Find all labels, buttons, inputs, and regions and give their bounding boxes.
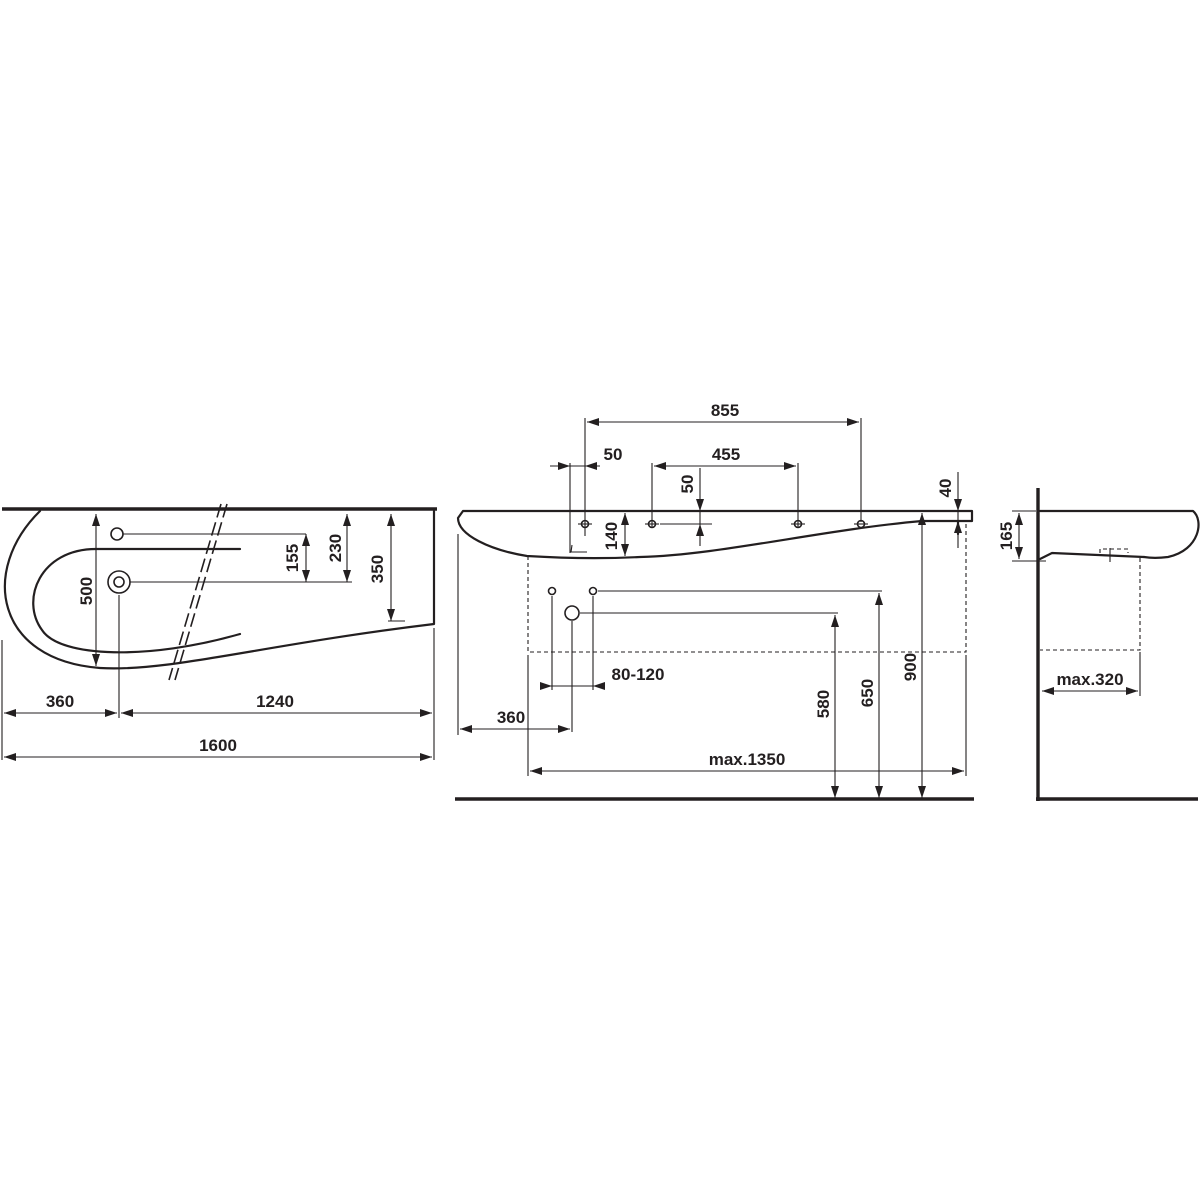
basin-side-underside bbox=[1038, 551, 1146, 561]
dim-900-label: 900 bbox=[901, 653, 920, 681]
arrow-230-bottom bbox=[343, 570, 351, 582]
side-drain-dashed bbox=[1099, 548, 1129, 553]
arrow-580-bottom bbox=[831, 786, 839, 798]
dim-165-label: 165 bbox=[997, 522, 1016, 550]
dim-360-front-label: 360 bbox=[497, 708, 525, 727]
basin-side-outline bbox=[1038, 509, 1200, 559]
arrow-900-top bbox=[918, 513, 926, 525]
dim-50b-label: 50 bbox=[678, 475, 697, 494]
dim-155-label: 155 bbox=[283, 544, 302, 572]
arrow-855-right bbox=[847, 418, 859, 426]
arrow-140-top bbox=[621, 513, 629, 525]
arrow-650-bottom bbox=[875, 786, 883, 798]
section-break-line-a bbox=[168, 503, 222, 681]
arrow-580-top bbox=[831, 615, 839, 627]
arrow-455-right bbox=[784, 462, 796, 470]
dim-max320-label: max.320 bbox=[1056, 670, 1123, 689]
arrow-1600-left bbox=[4, 753, 16, 761]
arrow-230-top bbox=[343, 514, 351, 526]
arrow-500-top bbox=[92, 514, 100, 526]
side-view: 165 max.320 bbox=[997, 488, 1200, 801]
arrow-1350-left bbox=[530, 767, 542, 775]
arrow-360-plan-right bbox=[105, 709, 117, 717]
arrow-155-top bbox=[302, 534, 310, 546]
dim-580-label: 580 bbox=[814, 690, 833, 718]
dim-455-label: 455 bbox=[712, 445, 740, 464]
arrow-50a-right bbox=[585, 462, 597, 470]
dim-1240-label: 1240 bbox=[256, 692, 294, 711]
arrow-350-top bbox=[387, 514, 395, 526]
arrow-80-right bbox=[593, 682, 605, 690]
arrow-40-top bbox=[954, 499, 962, 511]
arrow-650-top bbox=[875, 593, 883, 605]
plan-view: 500 155 230 350 360 1240 1600 bbox=[1, 503, 437, 761]
section-break-line-b bbox=[174, 503, 228, 681]
arrow-50a-left bbox=[558, 462, 570, 470]
arrow-40-bottom bbox=[954, 521, 962, 533]
arrow-1600-right bbox=[420, 753, 432, 761]
dim-855-label: 855 bbox=[711, 401, 739, 420]
arrow-1240-right bbox=[420, 709, 432, 717]
arrow-360-front-left bbox=[460, 725, 472, 733]
arrow-155-bottom bbox=[302, 570, 310, 582]
tap-hole-icon bbox=[110, 527, 124, 541]
bowl-inner-outline bbox=[32, 547, 242, 654]
arrow-360-front-right bbox=[558, 725, 570, 733]
arrow-500-bottom bbox=[92, 654, 100, 666]
cabinet-outline-dashed bbox=[527, 521, 967, 653]
arrow-80-left bbox=[540, 682, 552, 690]
arrow-140-bottom bbox=[621, 544, 629, 556]
arrow-165-top bbox=[1015, 513, 1023, 525]
arrow-350-bottom bbox=[387, 609, 395, 621]
basin-outline bbox=[3, 509, 436, 670]
arrow-1350-right bbox=[952, 767, 964, 775]
arrow-165-bottom bbox=[1015, 547, 1023, 559]
dim-max1350-label: max.1350 bbox=[709, 750, 786, 769]
arrow-855-left bbox=[587, 418, 599, 426]
dim-500-label: 500 bbox=[77, 577, 96, 605]
waste-outlet-icon bbox=[564, 605, 580, 621]
arrow-1240-left bbox=[121, 709, 133, 717]
arrow-320-right bbox=[1126, 687, 1138, 695]
dim-50a-label: 50 bbox=[604, 445, 623, 464]
drain-marker bbox=[570, 544, 587, 553]
dim-360-plan-label: 360 bbox=[46, 692, 74, 711]
supply-hole-right-icon bbox=[588, 586, 598, 596]
dim-350-label: 350 bbox=[368, 555, 387, 583]
side-bracket bbox=[1051, 552, 1113, 557]
front-view: 855 50 455 50 40 140 bbox=[455, 401, 974, 801]
basin-front-outline bbox=[456, 509, 974, 560]
arrow-455-left bbox=[654, 462, 666, 470]
dim-40-label: 40 bbox=[936, 479, 955, 498]
arrow-320-left bbox=[1042, 687, 1054, 695]
drain-inner-icon bbox=[113, 576, 125, 588]
dim-80-120-label: 80-120 bbox=[612, 665, 665, 684]
side-cabinet-dashed bbox=[1040, 558, 1141, 651]
supply-hole-left-icon bbox=[547, 586, 557, 596]
arrow-50b-top bbox=[696, 499, 704, 511]
dim-140-label: 140 bbox=[602, 522, 621, 550]
dim-650-label: 650 bbox=[858, 679, 877, 707]
arrow-360-plan-left bbox=[4, 709, 16, 717]
dim-230-label: 230 bbox=[326, 534, 345, 562]
dim-1600-label: 1600 bbox=[199, 736, 237, 755]
arrow-900-bottom bbox=[918, 786, 926, 798]
arrow-50b-bottom bbox=[696, 524, 704, 536]
